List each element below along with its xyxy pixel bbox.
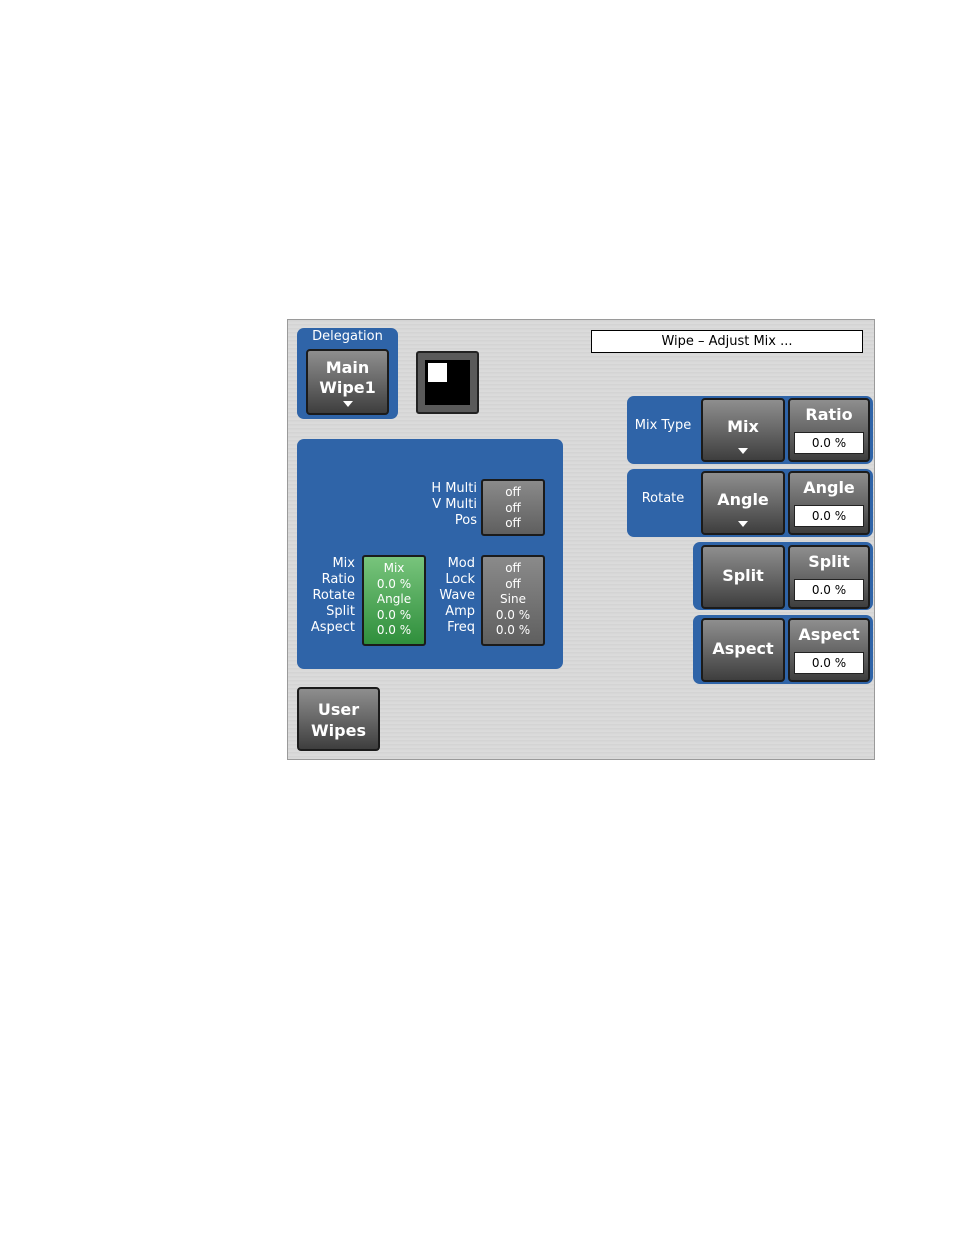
label-aspect: Aspect	[310, 620, 355, 635]
label-h-multi: H Multi	[431, 481, 477, 496]
value-v-multi: off	[505, 500, 521, 515]
user-wipes-line1: User	[317, 700, 360, 719]
aspect-button[interactable]: Aspect	[701, 618, 785, 682]
mix-type-label: Mix Type	[634, 418, 692, 433]
dropdown-arrow-icon	[738, 448, 748, 454]
value-aspect: 0.0 %	[376, 623, 412, 637]
split-value-button[interactable]: Split 0.0 %	[788, 545, 870, 609]
user-wipes-button[interactable]: User Wipes	[297, 687, 380, 751]
label-rotate: Rotate	[312, 588, 355, 603]
delegation-label: Delegation	[312, 329, 383, 344]
label-wave: Wave	[439, 588, 475, 603]
pattern-black-square	[425, 360, 470, 405]
rotate-mode-button[interactable]: Angle	[701, 471, 785, 535]
aspect-title: Aspect	[798, 625, 860, 644]
value-h-multi: off	[505, 485, 521, 499]
ratio-value-button[interactable]: Ratio 0.0 %	[788, 398, 870, 462]
rotate-label: Rotate	[641, 491, 685, 506]
split-value: 0.0 %	[794, 579, 864, 601]
ratio-title: Ratio	[805, 405, 853, 424]
multi-pos-button[interactable]: off off off	[481, 479, 545, 536]
title-bar: Wipe – Adjust Mix ...	[591, 330, 863, 353]
split-title: Split	[808, 552, 850, 571]
modulation-button[interactable]: off off Sine 0.0 % 0.0 %	[481, 555, 545, 646]
aspect-value-button[interactable]: Aspect 0.0 %	[788, 618, 870, 682]
split-button-label: Split	[722, 566, 764, 585]
title-text: Wipe – Adjust Mix ...	[661, 334, 793, 349]
angle-value: 0.0 %	[794, 505, 864, 527]
angle-title: Angle	[803, 478, 855, 497]
angle-value-button[interactable]: Angle 0.0 %	[788, 471, 870, 535]
wipe-pattern-preview-icon[interactable]	[416, 351, 479, 414]
value-wave: Sine	[500, 592, 526, 606]
value-split: 0.0 %	[376, 607, 412, 622]
value-mod: off	[505, 561, 521, 575]
mix-type-button-label: Mix	[727, 417, 759, 436]
label-mix: Mix	[332, 556, 355, 571]
mix-settings-button[interactable]: Mix 0.0 % Angle 0.0 % 0.0 %	[362, 555, 426, 646]
dropdown-arrow-icon	[738, 521, 748, 527]
delegation-group: Delegation Main Wipe1	[297, 328, 398, 419]
rotate-mode-button-label: Angle	[717, 490, 769, 509]
mix-type-button[interactable]: Mix	[701, 398, 785, 462]
param-labels-group1: H Multi V Multi Pos	[387, 481, 477, 529]
delegation-button-line2: Wipe1	[319, 378, 376, 397]
value-mix: Mix	[383, 561, 405, 575]
value-lock: off	[505, 576, 521, 591]
value-pos: off	[505, 516, 521, 530]
label-v-multi: V Multi	[432, 497, 477, 512]
delegation-button[interactable]: Main Wipe1	[306, 349, 389, 415]
label-split: Split	[326, 604, 355, 619]
wipe-adjust-mix-panel: Wipe – Adjust Mix ... Delegation Main Wi…	[287, 319, 875, 760]
ratio-value: 0.0 %	[794, 432, 864, 454]
label-mod: Mod	[447, 556, 475, 571]
delegation-button-line1: Main	[325, 358, 370, 377]
label-freq: Freq	[447, 620, 475, 635]
value-amp: 0.0 %	[495, 607, 531, 622]
parameter-panel: H Multi V Multi Pos off off off Mix Rati…	[297, 439, 563, 669]
aspect-button-label: Aspect	[712, 639, 774, 658]
param-labels-group2: Mix Ratio Rotate Split Aspect	[297, 556, 355, 636]
user-wipes-line2: Wipes	[311, 721, 366, 740]
pattern-white-square	[428, 363, 447, 382]
label-amp: Amp	[445, 604, 475, 619]
value-freq: 0.0 %	[495, 623, 531, 637]
label-lock: Lock	[445, 572, 475, 587]
label-ratio: Ratio	[321, 572, 355, 587]
label-pos: Pos	[454, 513, 477, 528]
dropdown-arrow-icon	[342, 401, 353, 407]
value-rotate: Angle	[376, 592, 412, 606]
split-button[interactable]: Split	[701, 545, 785, 609]
param-labels-group3: Mod Lock Wave Amp Freq	[427, 556, 475, 636]
value-ratio: 0.0 %	[376, 576, 412, 591]
aspect-value: 0.0 %	[794, 652, 864, 674]
